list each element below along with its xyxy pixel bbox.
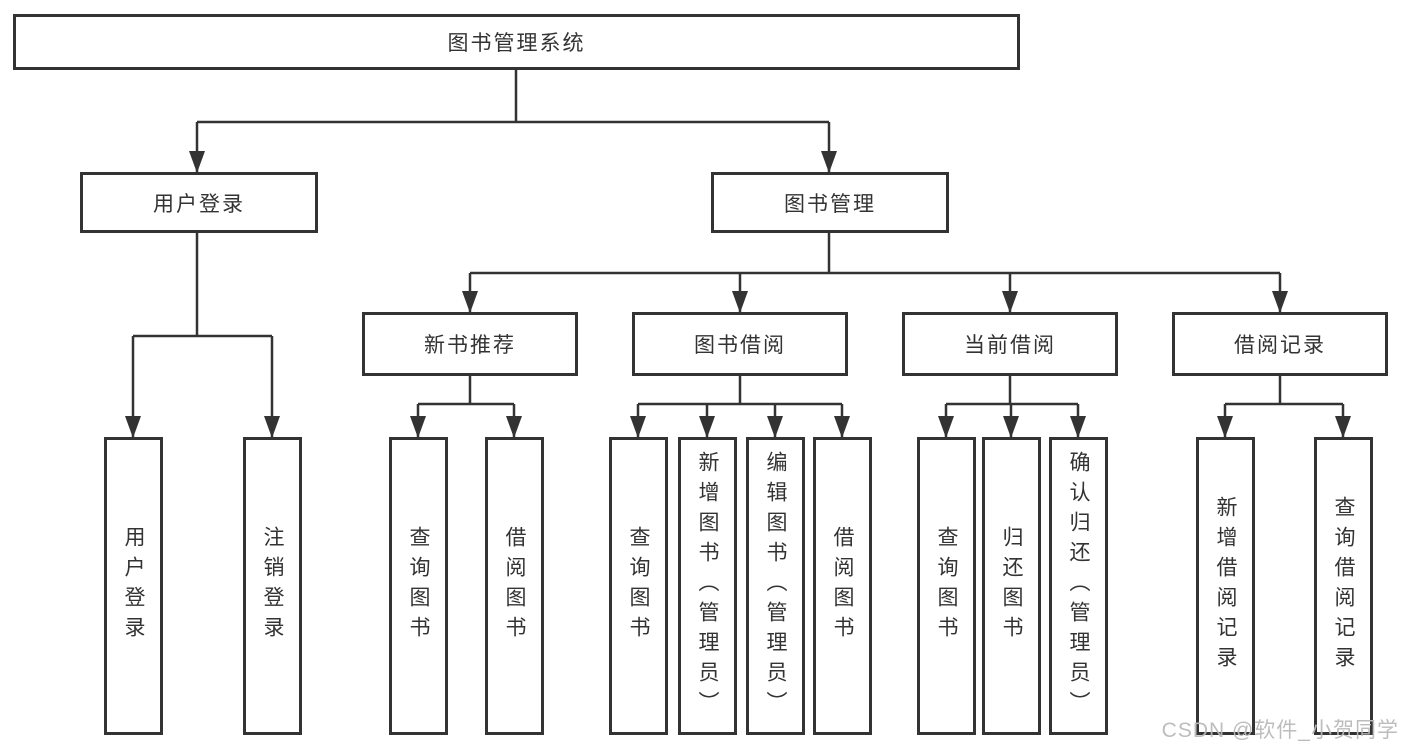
node-leaf-user-login: 用户登录 xyxy=(104,437,163,735)
node-borrow-records: 借阅记录 xyxy=(1172,312,1388,376)
node-leaf-cb-return-book-label: 归还图书 xyxy=(1000,526,1023,646)
node-leaf-rec-borrow-book: 借阅图书 xyxy=(485,437,544,735)
node-leaf-bb-edit-book: 编辑图书（管理员） xyxy=(746,437,805,735)
node-leaf-bb-edit-book-label: 编辑图书（管理员） xyxy=(764,451,787,721)
csdn-watermark: CSDN @软件_小贺同学 xyxy=(1161,719,1399,742)
node-leaf-cb-return-book: 归还图书 xyxy=(982,437,1041,735)
node-new-book-recommend: 新书推荐 xyxy=(362,312,578,376)
node-leaf-cb-confirm-return: 确认归还（管理员） xyxy=(1049,437,1108,735)
node-leaf-rec-borrow-book-label: 借阅图书 xyxy=(503,526,526,646)
node-leaf-bb-query-book-label: 查询图书 xyxy=(627,526,650,646)
node-book-borrow: 图书借阅 xyxy=(632,312,848,376)
node-leaf-br-add-record-label: 新增借阅记录 xyxy=(1214,496,1237,676)
node-leaf-rec-query-book: 查询图书 xyxy=(389,437,448,735)
node-root: 图书管理系统 xyxy=(13,14,1020,70)
node-root-label: 图书管理系统 xyxy=(447,32,586,55)
node-leaf-bb-add-book: 新增图书（管理员） xyxy=(678,437,737,735)
node-leaf-bb-borrow-book: 借阅图书 xyxy=(813,437,872,735)
node-book-management: 图书管理 xyxy=(711,172,949,233)
node-new-book-recommend-label: 新书推荐 xyxy=(424,334,516,357)
node-leaf-br-add-record: 新增借阅记录 xyxy=(1196,437,1255,735)
node-leaf-cb-query-book-label: 查询图书 xyxy=(935,526,958,646)
node-book-management-label: 图书管理 xyxy=(784,192,876,216)
node-borrow-records-label: 借阅记录 xyxy=(1234,334,1326,357)
node-user-login-label: 用户登录 xyxy=(153,192,245,216)
node-leaf-br-query-record-label: 查询借阅记录 xyxy=(1332,496,1355,676)
node-leaf-bb-borrow-book-label: 借阅图书 xyxy=(831,526,854,646)
node-leaf-br-query-record: 查询借阅记录 xyxy=(1314,437,1373,735)
node-leaf-user-login-label: 用户登录 xyxy=(122,526,145,646)
node-leaf-cb-query-book: 查询图书 xyxy=(917,437,976,735)
node-leaf-bb-query-book: 查询图书 xyxy=(609,437,668,735)
node-current-borrow: 当前借阅 xyxy=(902,312,1118,376)
node-leaf-logout: 注销登录 xyxy=(243,437,302,735)
node-user-login: 用户登录 xyxy=(80,172,318,233)
node-leaf-rec-query-book-label: 查询图书 xyxy=(407,526,430,646)
node-current-borrow-label: 当前借阅 xyxy=(964,334,1056,357)
node-book-borrow-label: 图书借阅 xyxy=(694,334,786,357)
node-leaf-cb-confirm-return-label: 确认归还（管理员） xyxy=(1067,451,1090,721)
node-leaf-bb-add-book-label: 新增图书（管理员） xyxy=(696,451,719,721)
node-leaf-logout-label: 注销登录 xyxy=(261,526,284,646)
